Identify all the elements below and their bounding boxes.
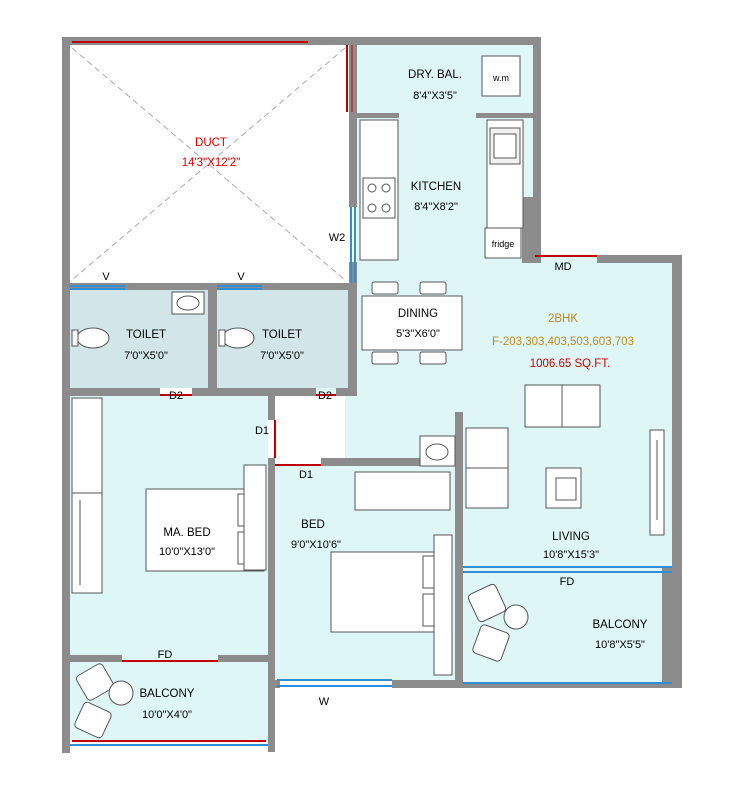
master-balcony-name: BALCONY bbox=[140, 688, 195, 700]
fridge-label: fridge bbox=[492, 239, 515, 249]
duct-name: DUCT bbox=[195, 137, 227, 149]
toilet-1-size: 7'0"X5'0" bbox=[124, 350, 168, 362]
living-size: 10'8"X15'3" bbox=[543, 549, 599, 561]
living-name: LIVING bbox=[552, 531, 590, 543]
toilet-2-door-tag: D2 bbox=[318, 390, 332, 402]
dining-table bbox=[361, 295, 463, 351]
stove-icon bbox=[362, 177, 396, 219]
master-bed-name: MA. BED bbox=[163, 527, 210, 539]
kitchen-size: 8'4"X8'2" bbox=[414, 201, 458, 213]
fridge-icon bbox=[484, 227, 522, 259]
vent-2-tag: V bbox=[237, 271, 245, 283]
dry-balcony-name: DRY. BAL. bbox=[408, 69, 462, 81]
unit-numbers: F-203,303,403,503,603,703 bbox=[492, 336, 634, 348]
toilet-2-size: 7'0"X5'0" bbox=[260, 350, 304, 362]
bed-name: BED bbox=[301, 519, 325, 531]
dining-name: DINING bbox=[398, 308, 438, 320]
master-fd-tag: FD bbox=[158, 649, 173, 661]
furniture bbox=[71, 55, 665, 739]
doors bbox=[72, 41, 597, 742]
living-balcony-name: BALCONY bbox=[593, 619, 648, 631]
dining-size: 5'3"X6'0" bbox=[396, 328, 440, 340]
living-balcony-size: 10'8"X5'5" bbox=[595, 639, 645, 651]
bed-window-tag: W bbox=[319, 696, 330, 708]
bed-wardrobe bbox=[354, 471, 451, 511]
kitchen-name: KITCHEN bbox=[411, 181, 461, 193]
toilet-1-name: TOILET bbox=[126, 329, 166, 341]
toilet-2-name: TOILET bbox=[262, 329, 302, 341]
kitchen-window-tag: W2 bbox=[329, 232, 346, 244]
unit-area: 1006.65 SQ.FT. bbox=[530, 358, 611, 370]
master-wardrobe bbox=[71, 397, 103, 494]
duct-size: 14'3"X12'2" bbox=[182, 157, 241, 169]
dry-balcony-size: 8'4"X3'5" bbox=[413, 90, 457, 102]
washing-machine-icon bbox=[481, 55, 521, 97]
windows bbox=[70, 207, 672, 746]
wc-icon bbox=[76, 327, 110, 349]
master-balcony-chairs bbox=[74, 663, 134, 739]
vent-1-tag: V bbox=[102, 271, 110, 283]
living-balcony-chairs bbox=[467, 583, 529, 662]
master-balcony-size: 10'0"X4'0" bbox=[142, 709, 192, 721]
unit-type: 2BHK bbox=[548, 313, 578, 325]
labels: DUCT 14'3"X12'2" DRY. BAL. 8'4"X3'5" w.m… bbox=[102, 69, 647, 721]
wc-icon-2 bbox=[221, 327, 255, 349]
living-balcony-fill bbox=[463, 568, 672, 684]
toilet-1-door-tag: D2 bbox=[169, 390, 183, 402]
main-door-tag: MD bbox=[554, 261, 571, 273]
living-fd-tag: FD bbox=[560, 576, 575, 588]
washing-machine-label: w.m bbox=[492, 73, 509, 83]
bed-door-tag: D1 bbox=[299, 469, 313, 481]
master-bed-size: 10'0"X13'0" bbox=[159, 546, 215, 558]
master-door-tag: D1 bbox=[255, 425, 269, 437]
bed-size: 9'0"X10'6" bbox=[291, 539, 341, 551]
